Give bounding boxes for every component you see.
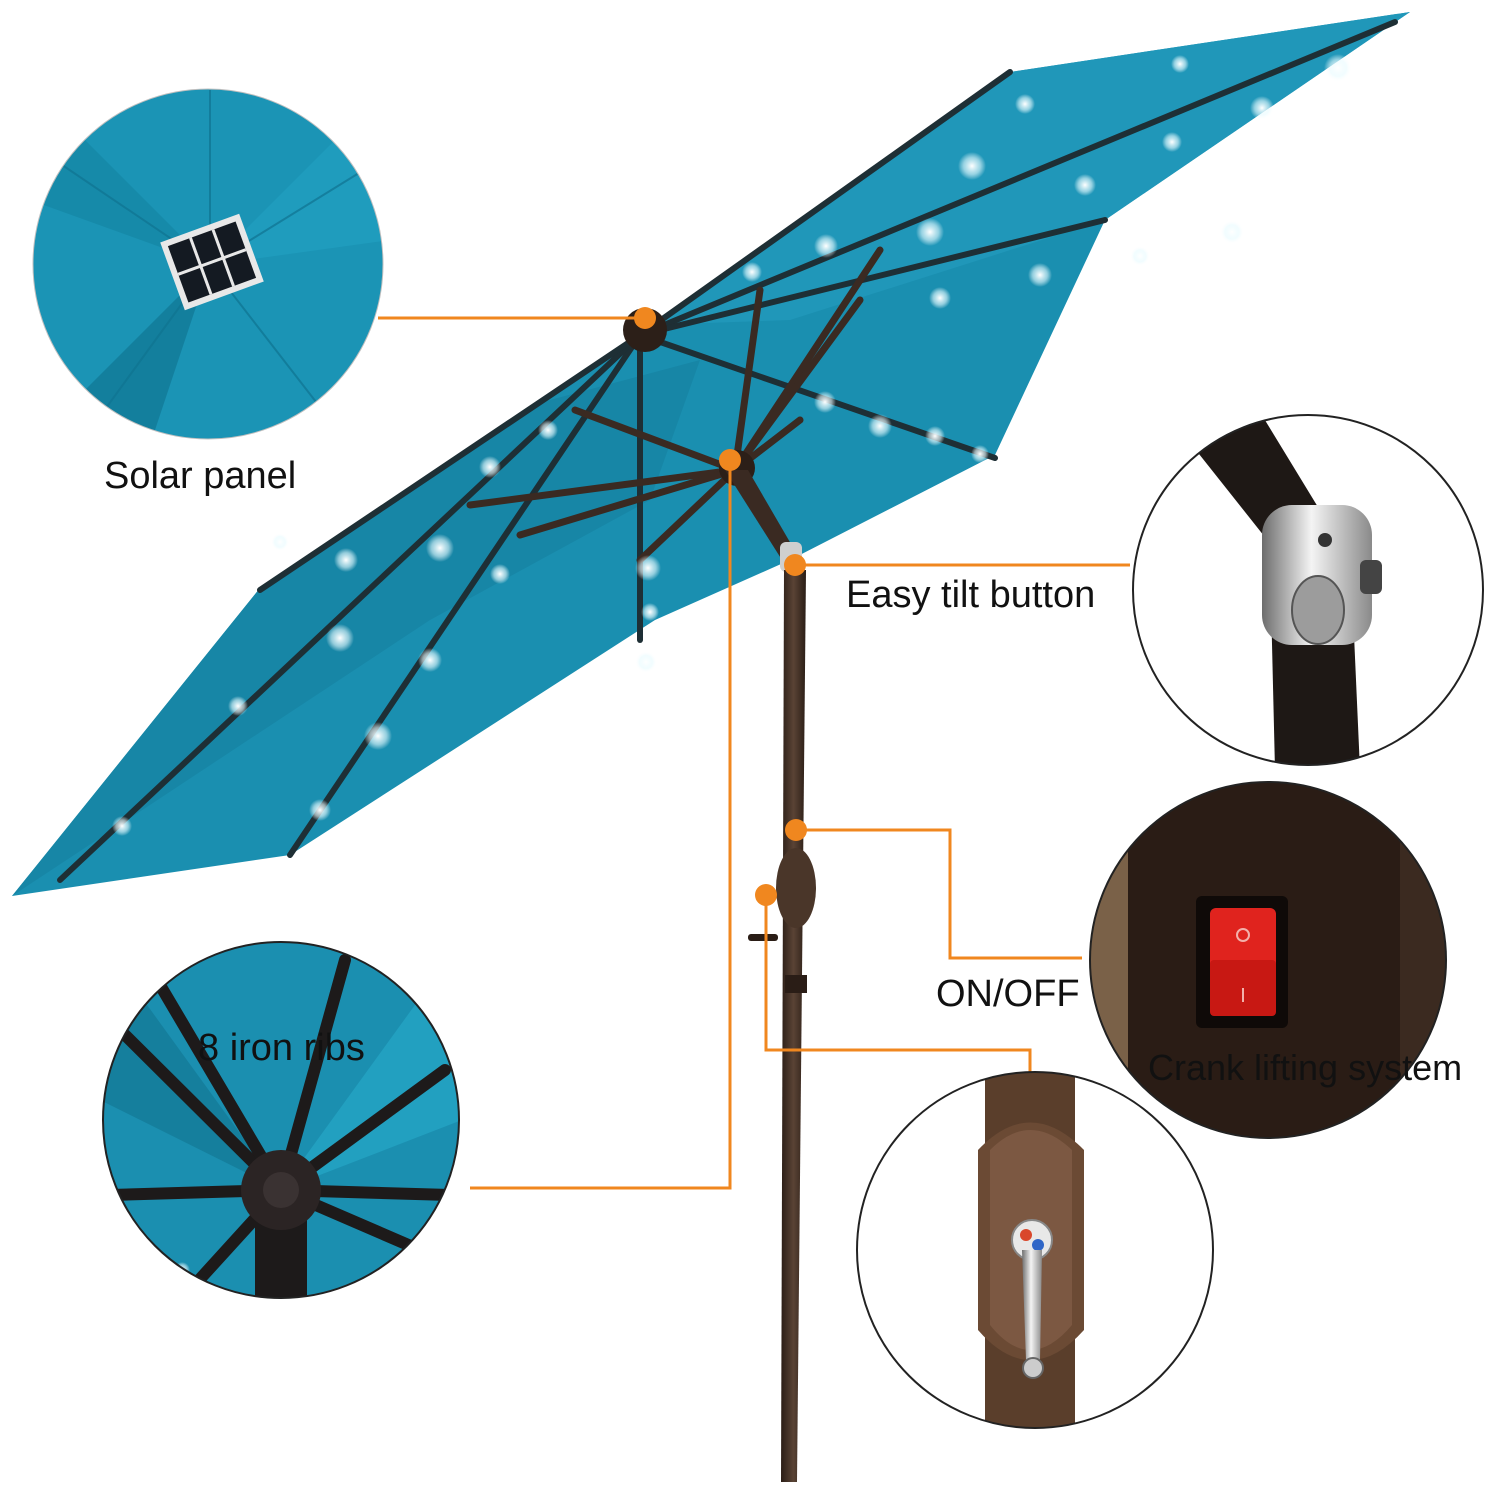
detail-solar-panel — [32, 88, 384, 440]
solar-panel-label: Solar panel — [104, 455, 297, 497]
on-off-label: ON/OFF — [936, 973, 1080, 1015]
crank-handle-icon — [978, 1122, 1084, 1379]
power-switch-icon — [1196, 896, 1288, 1028]
led-lights — [112, 54, 1352, 836]
crank-housing — [776, 848, 816, 928]
callout-dots — [634, 307, 807, 906]
detail-iron-ribs — [102, 941, 460, 1299]
umbrella-pole — [725, 470, 816, 1482]
umbrella-canopy — [12, 12, 1410, 896]
detail-crank — [856, 1071, 1214, 1429]
iron-ribs-label: 8 iron ribs — [198, 1027, 365, 1069]
easy-tilt-label: Easy tilt button — [846, 574, 1096, 616]
canopy-panel-right — [650, 12, 1410, 325]
detail-easy-tilt — [1132, 414, 1484, 766]
solar-panel-icon — [160, 213, 264, 311]
tilt-hinge-icon — [1262, 505, 1382, 645]
crank-handle — [748, 934, 778, 941]
crank-label: Crank lifting system — [1148, 1047, 1463, 1088]
